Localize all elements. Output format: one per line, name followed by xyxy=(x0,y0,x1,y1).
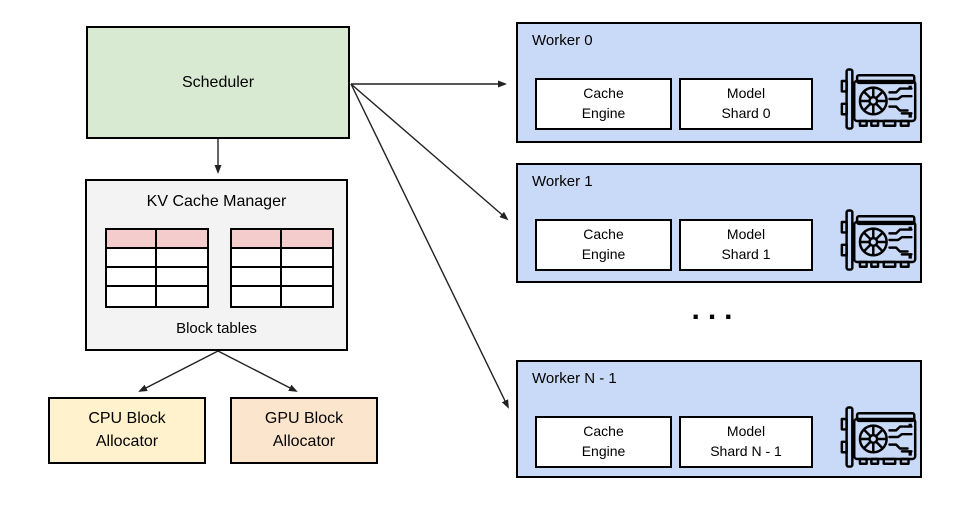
block-tables-caption: Block tables xyxy=(176,320,257,337)
worker-0-box: Worker 0 Cache Engine Model Shard 0 xyxy=(516,22,922,143)
gpu-block-allocator-label: GPU Block Allocator xyxy=(265,408,343,453)
gpu-card-icon xyxy=(839,67,919,133)
block-table-cell xyxy=(282,249,332,268)
block-table-cell xyxy=(232,287,282,306)
model-shard-box: Model Shard N - 1 xyxy=(679,416,813,468)
arrow-kv-to-cpu-allocator xyxy=(138,350,219,392)
block-table-cell xyxy=(157,249,207,268)
gpu-allocator-line1: GPU Block xyxy=(264,410,344,428)
block-table-cell xyxy=(157,230,207,249)
model-shard-line2: Shard N - 1 xyxy=(710,443,782,459)
cache-engine-box: Cache Engine xyxy=(535,416,672,468)
kv-cache-manager-title: KV Cache Manager xyxy=(146,193,287,210)
block-table-cell xyxy=(107,287,157,306)
worker-title: Worker 1 xyxy=(532,173,593,190)
gpu-card-icon xyxy=(839,208,919,274)
model-shard-line1: Model xyxy=(726,85,766,102)
arrow-scheduler-to-worker-1 xyxy=(350,83,509,221)
block-table-cell xyxy=(157,287,207,306)
cache-engine-box: Cache Engine xyxy=(535,219,672,271)
block-table-cell xyxy=(282,230,332,249)
block-table xyxy=(105,228,209,308)
kv-cache-manager-box: KV Cache Manager Block tables xyxy=(85,179,348,351)
scheduler-label: Scheduler xyxy=(181,73,255,91)
cache-engine-box: Cache Engine xyxy=(535,78,672,130)
cache-engine-line2: Engine xyxy=(581,105,626,121)
cache-engine-line2: Engine xyxy=(581,246,626,262)
worker-title: Worker 0 xyxy=(532,32,593,49)
cpu-allocator-line2: Allocator xyxy=(95,432,159,450)
block-table xyxy=(230,228,334,308)
block-table-cell xyxy=(282,287,332,306)
cache-engine-line1: Cache xyxy=(583,85,624,102)
block-table-cell xyxy=(232,249,282,268)
gpu-block-allocator-box: GPU Block Allocator xyxy=(230,397,378,464)
block-table-cell xyxy=(107,268,157,287)
cpu-block-allocator-label: CPU Block Allocator xyxy=(88,408,165,453)
block-table-cell xyxy=(232,268,282,287)
model-shard-line1: Model xyxy=(726,226,766,243)
model-shard-line2: Shard 0 xyxy=(721,105,771,121)
gpu-card-icon xyxy=(839,405,919,471)
block-table-cell xyxy=(157,268,207,287)
block-table-cell xyxy=(282,268,332,287)
model-shard-line2: Shard 1 xyxy=(721,246,771,262)
model-shard-box: Model Shard 1 xyxy=(679,219,813,271)
arrow-kv-to-gpu-allocator xyxy=(217,350,298,392)
block-table-cell xyxy=(232,230,282,249)
worker-title: Worker N - 1 xyxy=(532,370,617,387)
gpu-allocator-line2: Allocator xyxy=(272,432,336,450)
model-shard-line1: Model xyxy=(726,423,766,440)
worker-1-box: Worker 1 Cache Engine Model Shard 1 xyxy=(516,163,922,283)
workers-ellipsis: ... xyxy=(691,293,741,326)
arrow-scheduler-to-worker-n-1 xyxy=(350,83,509,409)
cache-engine-line2: Engine xyxy=(581,443,626,459)
block-table-cell xyxy=(107,230,157,249)
cpu-block-allocator-box: CPU Block Allocator xyxy=(48,397,206,464)
cache-engine-line1: Cache xyxy=(583,226,624,243)
block-table-cell xyxy=(107,249,157,268)
cpu-allocator-line1: CPU Block xyxy=(88,410,166,428)
worker-n-1-box: Worker N - 1 Cache Engine Model Shard N … xyxy=(516,360,922,478)
cache-engine-line1: Cache xyxy=(583,423,624,440)
model-shard-box: Model Shard 0 xyxy=(679,78,813,130)
scheduler-box: Scheduler xyxy=(86,26,350,139)
